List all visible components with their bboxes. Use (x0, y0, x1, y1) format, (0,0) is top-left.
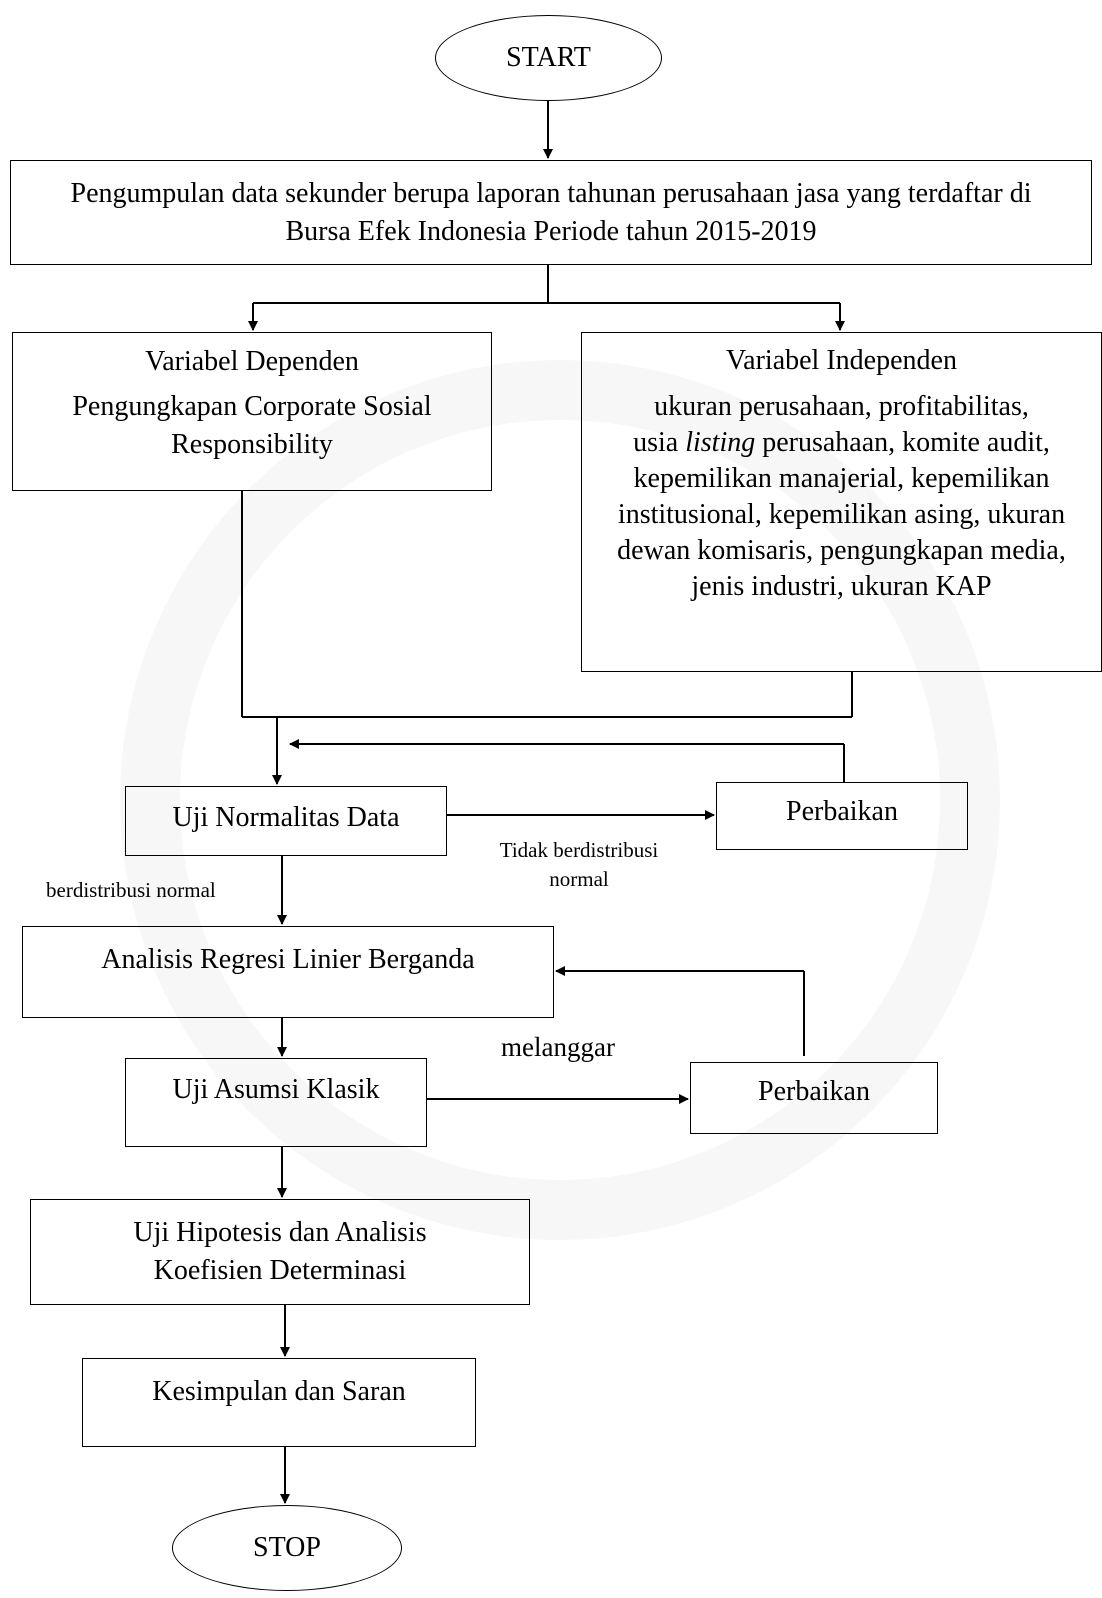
regression-text: Analisis Regresi Linier Berganda (101, 944, 475, 975)
stop-label: STOP (253, 1532, 321, 1563)
classic-assumption-text: Uji Asumsi Klasik (172, 1074, 380, 1105)
label-normal: berdistribusi normal (46, 878, 216, 902)
classic-assumption-box: Uji Asumsi Klasik (125, 1058, 427, 1147)
repair-box-2-text: Perbaikan (758, 1076, 870, 1107)
conclusion-text: Kesimpulan dan Saran (152, 1376, 406, 1407)
start-node: START (435, 15, 662, 101)
hypothesis-box: Uji Hipotesis dan Analisis Koefisien Det… (30, 1199, 530, 1305)
independent-variable-title: Variabel Independen (726, 345, 957, 376)
regression-box: Analisis Regresi Linier Berganda (22, 926, 554, 1018)
repair-box-1-text: Perbaikan (786, 796, 898, 827)
independent-variable-box: Variabel Independen ukuran perusahaan, p… (581, 332, 1102, 672)
dependent-variable-title: Variabel Dependen (145, 346, 359, 377)
repair-box-1: Perbaikan (716, 782, 968, 850)
conclusion-box: Kesimpulan dan Saran (82, 1358, 476, 1447)
dependent-variable-box: Variabel Dependen Pengungkapan Corporate… (12, 332, 492, 491)
data-collection-text: Pengumpulan data sekunder berupa laporan… (70, 177, 1032, 247)
independent-variable-line-1: ukuran perusahaan, profitabilitas, (654, 391, 1029, 422)
normality-test-text: Uji Normalitas Data (172, 802, 400, 833)
stop-node: STOP (172, 1505, 402, 1591)
repair-box-2: Perbaikan (690, 1062, 938, 1134)
independent-variable-line-2: usia listing perusahaan, komite audit, (633, 427, 1050, 458)
hypothesis-text: Uji Hipotesis dan Analisis Koefisien Det… (133, 1217, 427, 1286)
label-not-normal: Tidak berdistribusi normal (499, 838, 659, 891)
start-label: START (506, 42, 591, 73)
independent-variable-line-3: kepemilikan manajerial, kepemilikan inst… (617, 463, 1066, 602)
dependent-variable-text: Pengungkapan Corporate Sosial Responsibi… (72, 391, 432, 460)
listing-emphasis: listing (685, 427, 756, 458)
normality-test-box: Uji Normalitas Data (125, 786, 447, 856)
label-melanggar: melanggar (501, 1032, 615, 1062)
data-collection-box: Pengumpulan data sekunder berupa laporan… (10, 160, 1092, 265)
